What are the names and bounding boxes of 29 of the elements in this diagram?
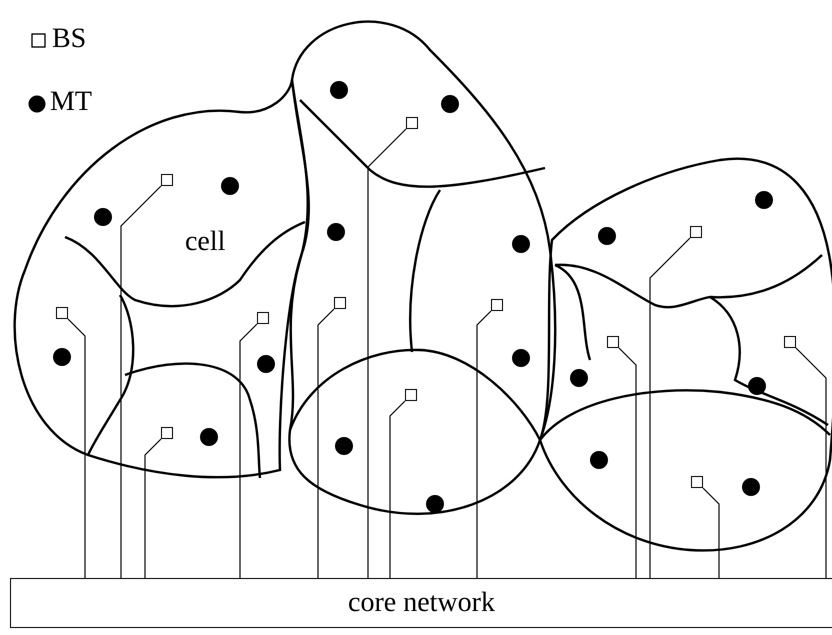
connector-line [367, 128, 406, 578]
connector-line [618, 348, 637, 578]
cell-label: cell [185, 228, 226, 256]
box-label: core network [348, 587, 495, 619]
base-station-square [491, 299, 503, 311]
base-station-square [161, 174, 173, 186]
legend-label: BS [52, 25, 86, 53]
base-station-square [56, 307, 68, 319]
base-station-square [691, 476, 703, 488]
legend-label: MT [50, 88, 92, 116]
connector-line [476, 310, 492, 578]
connector-line [317, 308, 334, 578]
connector-line [120, 186, 162, 578]
base-station-square [405, 389, 417, 401]
connector-line [649, 238, 690, 578]
base-station-square [406, 117, 418, 129]
connector-line [702, 488, 720, 578]
base-station-square [690, 226, 702, 238]
core-network-box [10, 578, 832, 628]
connector-line [796, 348, 827, 578]
connector-line [68, 318, 86, 578]
connector-line [144, 438, 162, 578]
base-station-square [784, 336, 796, 348]
base-station-square [607, 336, 619, 348]
base-station-square [334, 297, 346, 309]
connector-line [389, 400, 406, 578]
connector-line [239, 324, 258, 578]
base-station-square [257, 312, 269, 324]
base-station-square [161, 427, 173, 439]
